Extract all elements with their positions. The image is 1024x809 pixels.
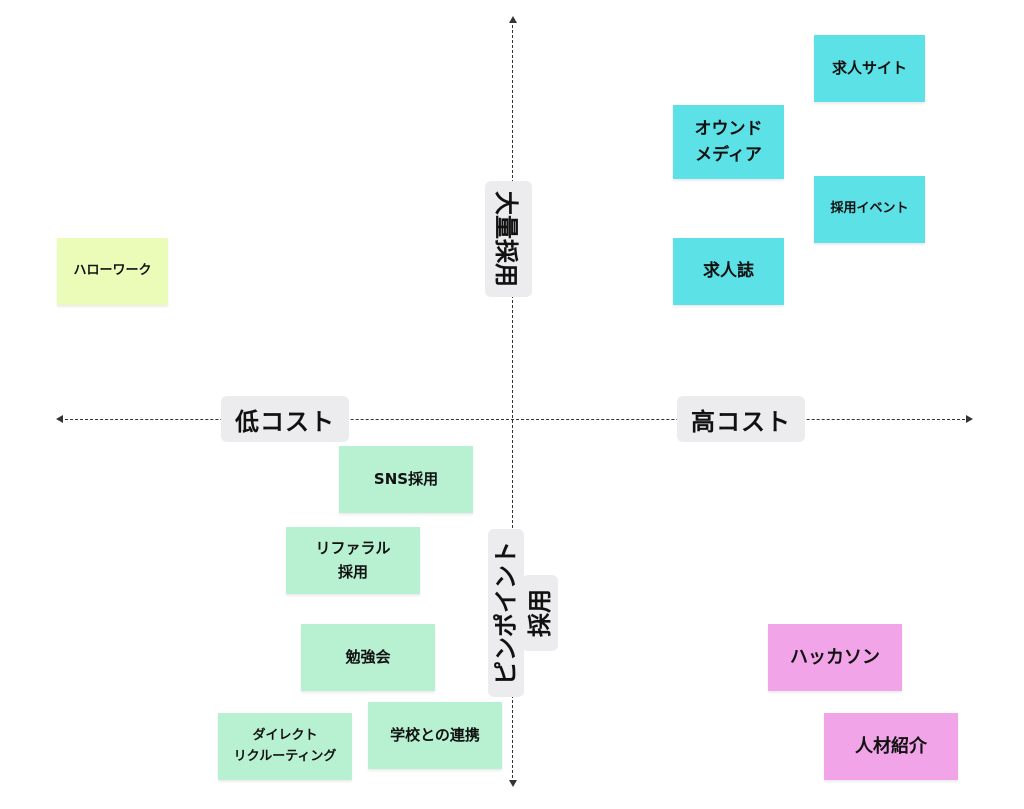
note-hello-work[interactable]: ハローワーク [57,238,168,305]
note-job-site[interactable]: 求人サイト [814,35,925,102]
axis-label-pinpoint-hiring: ピンポイント 採用 [488,523,558,703]
cost-axis [60,419,970,420]
axis-label-high-cost: 高コスト [677,396,805,442]
axis-label-mass-hiring-text: 大量採用 [485,181,532,297]
note-sns-hiring[interactable]: SNS採用 [339,446,473,513]
axis-label-pinpoint-line1: ピンポイント [488,529,524,697]
arrow-down-icon [509,780,517,787]
arrow-left-icon [56,415,63,423]
note-job-magazine[interactable]: 求人誌 [673,238,784,305]
arrow-right-icon [966,415,973,423]
note-school-partnership[interactable]: 学校との連携 [368,702,502,769]
axis-label-pinpoint-line2: 採用 [522,575,558,651]
note-study-session[interactable]: 勉強会 [301,624,435,691]
volume-axis [512,20,513,783]
note-owned-media[interactable]: オウンド メディア [673,105,784,179]
axis-label-mass-hiring: 大量採用 [485,176,532,302]
axis-label-low-cost: 低コスト [221,396,349,442]
note-recruiting-event[interactable]: 採用イベント [814,176,925,243]
note-staffing-agency[interactable]: 人材紹介 [824,713,958,780]
note-hackathon[interactable]: ハッカソン [768,624,902,691]
arrow-up-icon [509,16,517,23]
note-referral-hiring[interactable]: リファラル 採用 [286,527,420,594]
note-direct-recruiting[interactable]: ダイレクト リクルーティング [218,713,352,780]
